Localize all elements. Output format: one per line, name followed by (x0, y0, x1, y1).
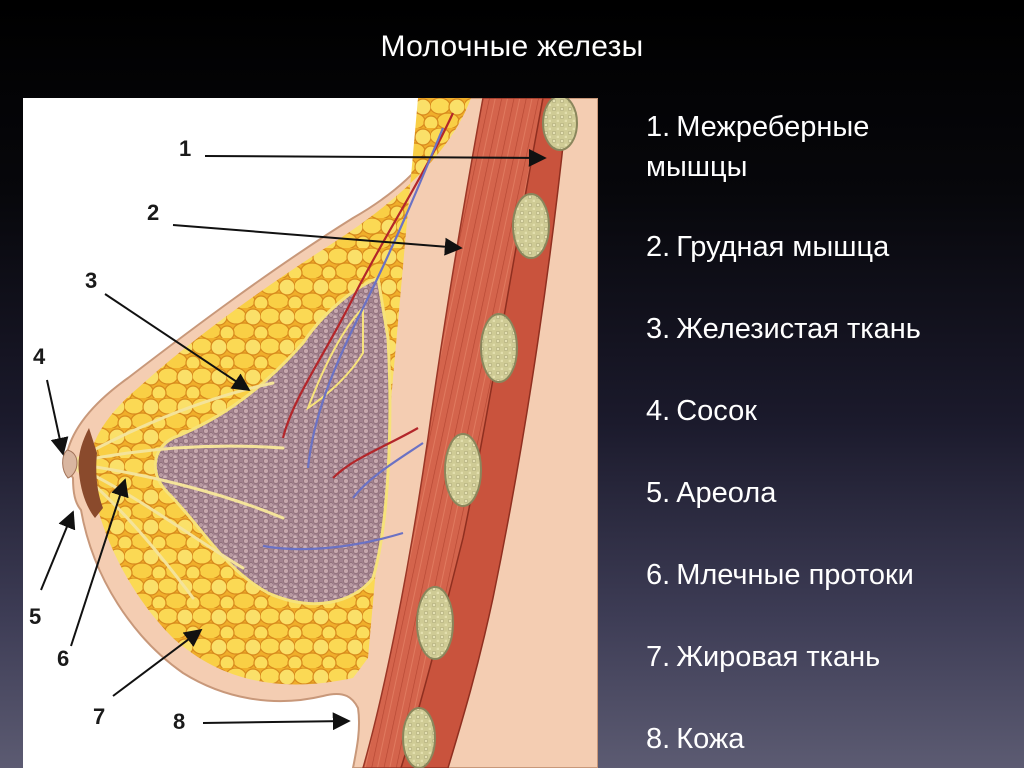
arrow-8 (202, 712, 351, 731)
legend-number: 1. (646, 111, 671, 143)
legend-number: 8. (646, 723, 671, 755)
ribs (402, 98, 578, 768)
nipple (62, 449, 78, 479)
legend-item-pectoral-muscle: 2.Грудная мышца (646, 227, 889, 267)
legend-item-nipple: 4.Сосок (646, 391, 757, 431)
legend-label: Межреберные (676, 111, 870, 143)
legend-label-continued: мышцы (646, 151, 748, 183)
legend-number: 7. (646, 641, 671, 673)
areola (78, 428, 103, 518)
callout-number-4: 4 (33, 344, 46, 369)
legend-number: 2. (646, 231, 671, 263)
callout-number-5: 5 (29, 604, 41, 629)
callout-number-7: 7 (93, 704, 105, 729)
legend-label: Ареола (676, 477, 777, 509)
glandular-tissue-upper (305, 305, 364, 411)
callout-number-2: 2 (147, 200, 159, 225)
blood-vessels (262, 112, 454, 551)
legend-number: 3. (646, 313, 671, 345)
legend-number: 4. (646, 395, 671, 427)
callout-number-6: 6 (57, 646, 69, 671)
legend-label: Сосок (676, 395, 757, 427)
callout-arrows (40, 148, 547, 731)
legend-item-fat-tissue: 7.Жировая ткань (646, 637, 880, 677)
legend-item-milk-ducts: 6.Млечные протоки (646, 555, 914, 595)
arrow-4 (46, 379, 69, 456)
callout-number-1: 1 (179, 136, 191, 161)
arrow-7 (112, 628, 203, 697)
breast-anatomy-diagram: 1 2 3 4 5 6 7 8 (29, 98, 598, 768)
arrow-3 (104, 293, 251, 391)
legend-label: Жировая ткань (676, 641, 881, 673)
arrow-6 (70, 478, 129, 647)
legend-number: 6. (646, 559, 671, 591)
arrow-5 (40, 510, 76, 591)
legend-label: Млечные протоки (676, 559, 914, 591)
legend-item-glandular-tissue: 3.Железистая ткань (646, 309, 921, 349)
legend-item-skin: 8.Кожа (646, 719, 744, 759)
legend-number: 5. (646, 477, 671, 509)
legend-label: Железистая ткань (676, 313, 921, 345)
breast-anatomy-figure: 1 2 3 4 5 6 7 8 (23, 98, 598, 768)
slide-title: Молочные железы (380, 30, 644, 63)
callout-number-8: 8 (173, 709, 185, 734)
arrow-2 (172, 224, 463, 256)
legend-item-areola: 5.Ареола (646, 473, 776, 513)
callout-number-3: 3 (85, 268, 97, 293)
arrow-1 (204, 148, 547, 167)
legend-label: Кожа (676, 723, 745, 755)
legend-label: Грудная мышца (676, 231, 890, 263)
legend-item-intercostal-muscles: 1.Межреберные мышцы (646, 107, 869, 187)
